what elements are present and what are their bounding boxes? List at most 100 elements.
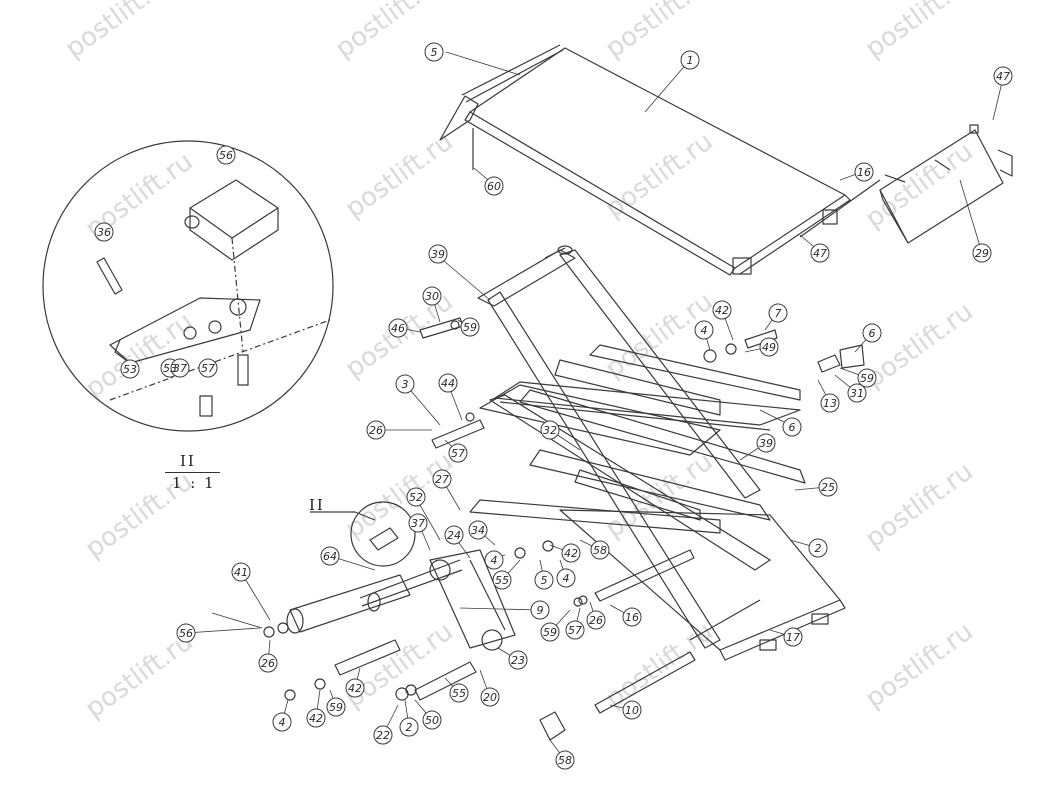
- callout-number: 59: [543, 626, 557, 639]
- callout-balloon: [530, 600, 550, 620]
- callout-number: 57: [201, 362, 215, 375]
- callout-number: 59: [860, 372, 874, 385]
- callout-balloon: [406, 487, 426, 507]
- callout-number: 47: [996, 70, 1010, 83]
- callout-balloon: [622, 607, 642, 627]
- leader-lines: [185, 51, 1004, 761]
- callout-balloon: [712, 300, 732, 320]
- callout-number: 4: [563, 572, 570, 585]
- callout-balloon: [756, 433, 776, 453]
- callout-balloon: [326, 697, 346, 717]
- callout-balloon: [460, 317, 480, 337]
- callout-balloon: [448, 443, 468, 463]
- hydraulic-cylinder: [286, 559, 463, 634]
- callout-balloon: [258, 653, 278, 673]
- callout-number: 44: [441, 377, 455, 390]
- detail-marker-ii: II: [309, 496, 325, 514]
- callout-balloon: [565, 620, 585, 640]
- callout-balloon: [432, 469, 452, 489]
- platform-deck: [439, 44, 851, 276]
- callout-balloon: [622, 700, 642, 720]
- callout-number: 6: [869, 327, 876, 340]
- callout-balloon: [306, 708, 326, 728]
- callout-balloon: [854, 162, 874, 182]
- detail-scale: 1 : 1: [172, 474, 216, 492]
- callout-number: 27: [435, 473, 449, 486]
- callout-number: 13: [823, 397, 837, 410]
- callout-number: 26: [261, 657, 275, 670]
- callout-number: 31: [850, 387, 864, 400]
- callout-number: 7: [775, 307, 782, 320]
- callout-number: 36: [97, 226, 111, 239]
- callout-balloon: [438, 373, 458, 393]
- base-frame: [559, 509, 846, 661]
- callout-balloon: [170, 358, 190, 378]
- detail-view-ii: [42, 140, 334, 432]
- callout-balloon: [680, 50, 700, 70]
- callout-number: 58: [558, 754, 572, 767]
- callout-number: 64: [323, 550, 337, 563]
- callout-number: 53: [163, 362, 177, 375]
- callout-balloon: [492, 570, 512, 590]
- callout-balloon: [808, 538, 828, 558]
- callout-number: 34: [471, 524, 485, 537]
- callout-number: 30: [425, 290, 439, 303]
- callout-number: 41: [234, 566, 248, 579]
- callout-balloon: [424, 42, 444, 62]
- callout-number: 4: [701, 324, 708, 337]
- shafts: [334, 317, 865, 741]
- callout-number: 25: [821, 481, 835, 494]
- callout-balloon: [484, 550, 504, 570]
- callout-number: 49: [762, 341, 776, 354]
- callout-number: 20: [483, 691, 497, 704]
- callout-number: 47: [813, 247, 827, 260]
- callout-number: 42: [348, 682, 362, 695]
- callout-balloon: [694, 320, 714, 340]
- callout-number: 5: [541, 574, 548, 587]
- callout-balloon: [422, 286, 442, 306]
- callout-balloon: [810, 243, 830, 263]
- callout-balloon: [820, 393, 840, 413]
- callout-number: 17: [786, 631, 800, 644]
- callout-balloon: [556, 568, 576, 588]
- callout-number: 3: [402, 378, 409, 391]
- callout-balloon: [444, 525, 464, 545]
- callout-balloon: [555, 750, 575, 770]
- callout-number: 37: [411, 517, 425, 530]
- callout-number: 16: [625, 611, 639, 624]
- callout-number: 24: [447, 529, 461, 542]
- callout-number: 50: [425, 714, 439, 727]
- callout-number: 16: [857, 166, 871, 179]
- callout-balloon: [768, 303, 788, 323]
- callout-balloon: [468, 520, 488, 540]
- callout-number: 4: [491, 554, 498, 567]
- callout-number: 2: [406, 721, 413, 734]
- callout-balloon: [408, 513, 428, 533]
- callout-balloon: [449, 683, 469, 703]
- callout-number: 57: [568, 624, 582, 637]
- callout-number: 26: [589, 614, 603, 627]
- callout-balloon: [388, 318, 408, 338]
- callout-balloon: [231, 562, 251, 582]
- callout-number: 26: [369, 424, 383, 437]
- callout-balloon: [847, 383, 867, 403]
- callout-balloon: [345, 678, 365, 698]
- callout-number: 57: [451, 447, 465, 460]
- callout-balloon: [366, 420, 386, 440]
- callout-balloon: [862, 323, 882, 343]
- callout-number: 1: [687, 54, 694, 67]
- callout-balloon: [399, 717, 419, 737]
- callout-balloon: [759, 337, 779, 357]
- callout-number: 46: [391, 322, 405, 335]
- callout-balloon: [94, 222, 114, 242]
- callout-balloon: [373, 725, 393, 745]
- callout-balloon: [540, 622, 560, 642]
- callout-balloon: [272, 712, 292, 732]
- detail-label-underline: [165, 472, 220, 473]
- callout-balloon: [484, 176, 504, 196]
- callout-balloon: [540, 420, 560, 440]
- callout-number: 22: [376, 729, 390, 742]
- callout-balloon: [428, 244, 448, 264]
